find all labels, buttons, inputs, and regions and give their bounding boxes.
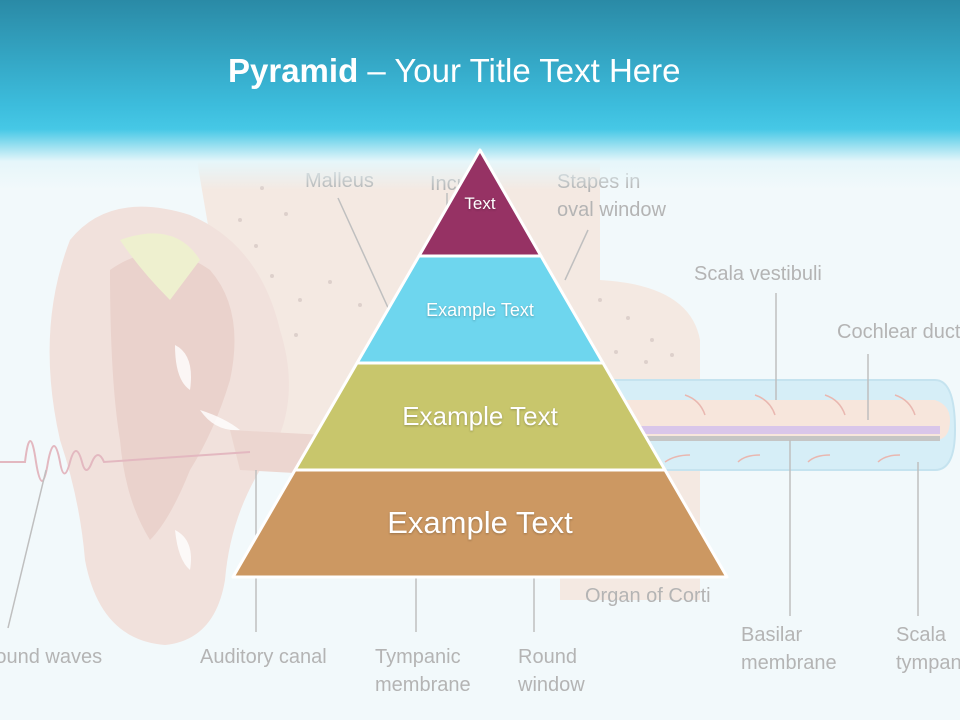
pyramid-level-4 [231, 468, 729, 579]
round-window-label-line2: window [518, 674, 585, 696]
pyramid-level-2-label: Example Text [426, 300, 534, 320]
slide-title: Pyramid – Your Title Text Here [228, 52, 680, 90]
round-window-label-line1: Round [518, 646, 577, 668]
organ-of-corti-label: Organ of Corti [585, 585, 711, 607]
pyramid-level-4-label: Example Text [387, 505, 573, 540]
basilar-membrane-label-line2: membrane [741, 652, 837, 674]
sound-waves-label: Sound waves [0, 646, 103, 668]
scala-tympani-label-line1: Scala [896, 624, 947, 646]
scala-vestibuli-label: Scala vestibuli [694, 263, 822, 285]
title-bold: Pyramid [228, 52, 359, 89]
tympanic-membrane-label-line1: Tympanic [375, 646, 461, 668]
tympanic-membrane-label-line2: membrane [375, 674, 471, 696]
cochlear-duct-label: Cochlear duct [837, 321, 960, 343]
pyramid-level-1-label: Text [464, 194, 495, 213]
title-rest: – Your Title Text Here [358, 52, 681, 89]
auditory-canal-label: Auditory canal [200, 646, 327, 668]
stapes-label-line2: oval window [557, 199, 666, 221]
basilar-membrane-label-line1: Basilar [741, 624, 803, 646]
pyramid-level-3-label: Example Text [402, 401, 558, 431]
scala-tympani-label-line2: tympani [896, 652, 960, 674]
